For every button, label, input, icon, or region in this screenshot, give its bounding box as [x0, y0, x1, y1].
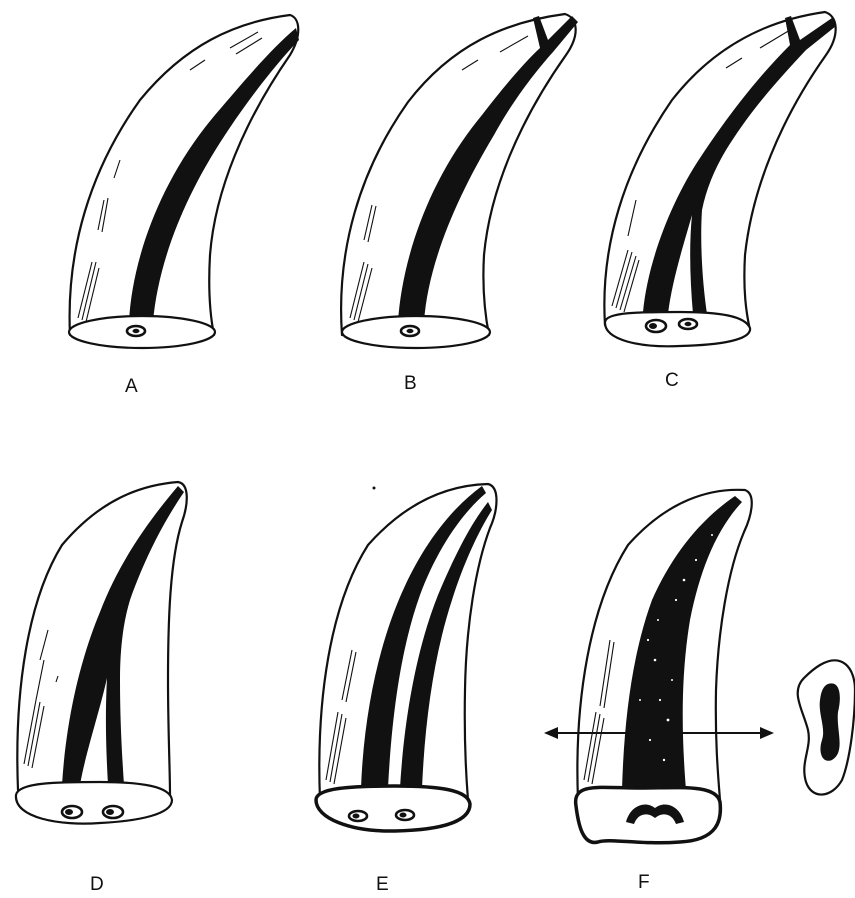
panel-label-f: F	[638, 872, 650, 894]
root-base-c	[605, 312, 750, 346]
root-base-f	[576, 787, 721, 842]
panel-label-e: E	[376, 874, 389, 896]
cross-section-canal	[820, 683, 840, 760]
root-base-d	[16, 782, 172, 824]
stray-dot	[373, 487, 376, 490]
panel-label-a: A	[125, 376, 138, 398]
panel-label-d: D	[90, 874, 104, 896]
root-base-e	[316, 786, 470, 831]
tooth-panel-f	[544, 490, 855, 843]
tooth-panel-a	[69, 15, 299, 348]
panel-label-c: C	[665, 370, 679, 392]
tooth-panel-d	[16, 482, 187, 824]
tooth-outline-c	[604, 12, 835, 341]
cross-section-f	[798, 660, 855, 794]
panel-label-b: B	[404, 373, 417, 395]
tooth-panel-e	[316, 484, 497, 831]
tooth-panel-c	[604, 12, 836, 346]
tooth-panel-b	[341, 14, 578, 348]
